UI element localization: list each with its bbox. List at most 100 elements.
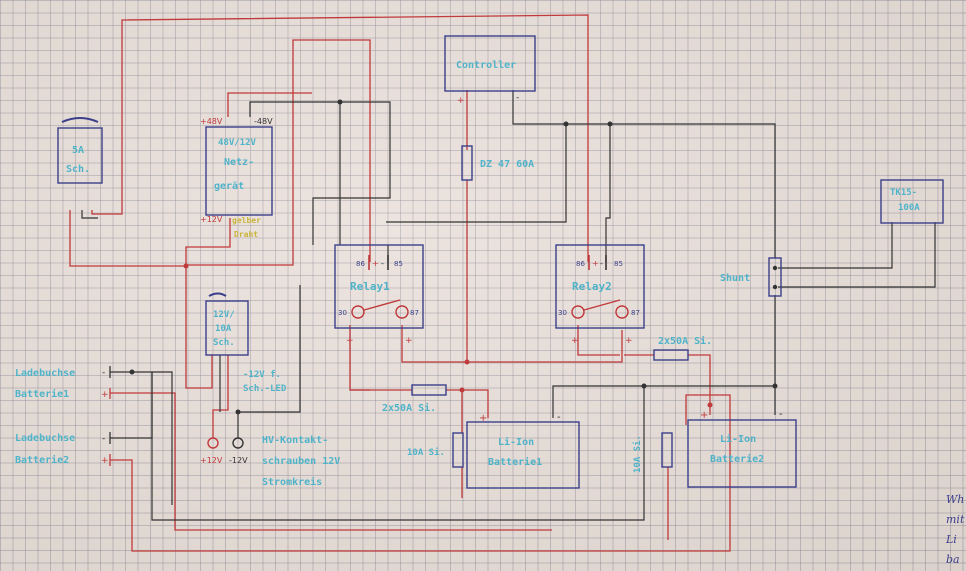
relay2-out-plus-1: +: [571, 336, 579, 346]
negative-wires: [81, 90, 936, 521]
psu-plus48-label: +48V: [200, 117, 223, 126]
wire-red-left-vertical: [188, 93, 294, 266]
fuse-2x50a-1-label: 2x50A Si.: [382, 402, 436, 414]
terminal-note-1: HV-Kontakt-: [262, 435, 328, 446]
switch-12v-label-1: 12V/: [213, 310, 235, 320]
relay-coil-ticks: [368, 255, 607, 270]
wire-bat-minus-bus: [552, 385, 775, 418]
battery2-minus: -: [779, 409, 783, 420]
negative-junctions: [129, 99, 778, 415]
battery2-plus: +: [700, 410, 708, 421]
relay1-coil-plus: +: [372, 259, 379, 268]
margin-note-line-3: Li: [945, 533, 957, 546]
relay2-out-plus-2: +: [625, 336, 633, 346]
junction-dot: [235, 409, 241, 415]
relay1-pin86: 86: [356, 260, 365, 268]
relay-contacts: [207, 299, 629, 449]
shunt-terminal: [772, 265, 778, 271]
fuse-10a-2: [661, 432, 673, 468]
switch-5a-label-2: Sch.: [66, 164, 90, 175]
controller-minus: -: [516, 93, 519, 103]
relay1-out-plus-2: +: [405, 336, 413, 346]
psu-yellow-wire-note-1: gelber: [232, 216, 261, 225]
margin-note-line-4: ba: [946, 553, 960, 566]
battery1-label-2: Batterie1: [488, 456, 542, 468]
switch-12v-label-3: Sch.: [213, 338, 235, 348]
terminal-minus-12v: [232, 437, 244, 449]
shunt-terminal: [772, 284, 778, 290]
battery1-plus: +: [479, 413, 487, 424]
wire-controller-to-relay2: [386, 124, 567, 223]
fuse-10a-2-label: 10A Si.: [632, 435, 643, 473]
fuse-10a-1: [452, 432, 464, 468]
led-note-2: Sch.-LED: [243, 384, 287, 394]
wire-relay2-85: [605, 124, 611, 262]
fuse-main-label: DZ 47 60A: [480, 159, 534, 170]
positive-junctions: [183, 263, 713, 408]
junction-dot: [707, 402, 713, 408]
terminal-note-3: Stromkreis: [262, 476, 322, 488]
relay2-coil-minus: -: [600, 259, 603, 268]
switch-12v-toggle-icon: [208, 292, 227, 297]
junction-dot: [129, 369, 135, 375]
psu-label-3: gerät: [214, 181, 244, 192]
wire-socket1-plus: [110, 392, 552, 531]
charge-socket2-minus: -: [102, 434, 105, 444]
charge-socket2-label-1: Ladebuchse: [15, 433, 75, 444]
wire-12v-minus: [237, 285, 301, 438]
tk15-box: [880, 179, 944, 224]
relay2-pin87: 87: [631, 309, 640, 317]
components: [57, 35, 944, 489]
fuse-10a-1-label: 10A Si.: [407, 447, 445, 458]
shunt-label: Shunt: [720, 273, 750, 284]
wire-5a-mid: [81, 210, 98, 219]
psu-label-2: Netz-: [224, 157, 254, 168]
terminal-minus-label: -12V: [229, 456, 248, 465]
relay2-coil-plus: +: [592, 259, 599, 268]
psu-label-1: 48V/12V: [218, 138, 257, 148]
charge-socket2-plus: +: [101, 456, 109, 466]
wire-relay1-30: [349, 325, 412, 391]
psu-plus12-label: +12V: [200, 215, 223, 224]
tk15-label-2: 100A: [898, 203, 920, 213]
wire-fuse2-to-bat2: [688, 354, 711, 415]
wire-48v-minus: [249, 101, 391, 245]
switch-12v-box: [205, 300, 249, 356]
wire-top-red-loop: [292, 39, 371, 245]
switch-5a-box: [57, 127, 103, 184]
charge-socket1-label-1: Ladebuchse: [15, 368, 75, 379]
junction-dot: [563, 121, 569, 127]
wire-bus-left-down: [151, 372, 645, 521]
charge-socket1-label-2: Batterie1: [15, 388, 69, 400]
fuse-2x50a-2-label: 2x50A Si.: [658, 335, 712, 347]
switch-5a-label-1: 5A: [72, 145, 84, 156]
junction-dot: [337, 99, 343, 105]
relay2-pin30-contact: [571, 305, 585, 319]
relay2-pin30: 30: [558, 309, 567, 317]
junction-dot: [183, 263, 189, 269]
relay1-box: [334, 244, 424, 329]
battery1-label-1: Li-Ion: [498, 436, 534, 448]
wire-48v-plus: [227, 92, 312, 117]
wire-socket1-minus: [110, 371, 153, 439]
margin-note-line-1: Wh: [946, 493, 964, 506]
margin-note-line-2: mit: [946, 513, 965, 526]
relay2-pin86: 86: [576, 260, 585, 268]
wire-shunt-tk15-2: [778, 222, 936, 288]
tk15-label-1: TK15-: [890, 188, 917, 198]
controller-plus: +: [457, 96, 465, 106]
controller-box: [444, 35, 536, 92]
relay1-pin87-contact: [395, 305, 409, 319]
battery2-label-2: Batterie2: [710, 453, 764, 465]
battery2-box: [687, 419, 797, 488]
psu-minus48-label: -48V: [254, 117, 273, 126]
charge-socket2-label-2: Batterie2: [15, 454, 69, 466]
wire-controller-minus: [512, 90, 776, 258]
relay1-coil-minus: -: [381, 259, 384, 268]
wire-socket-minus-right: [152, 371, 173, 505]
fuse-2x50a-2: [653, 349, 689, 361]
junction-dot: [459, 387, 465, 393]
